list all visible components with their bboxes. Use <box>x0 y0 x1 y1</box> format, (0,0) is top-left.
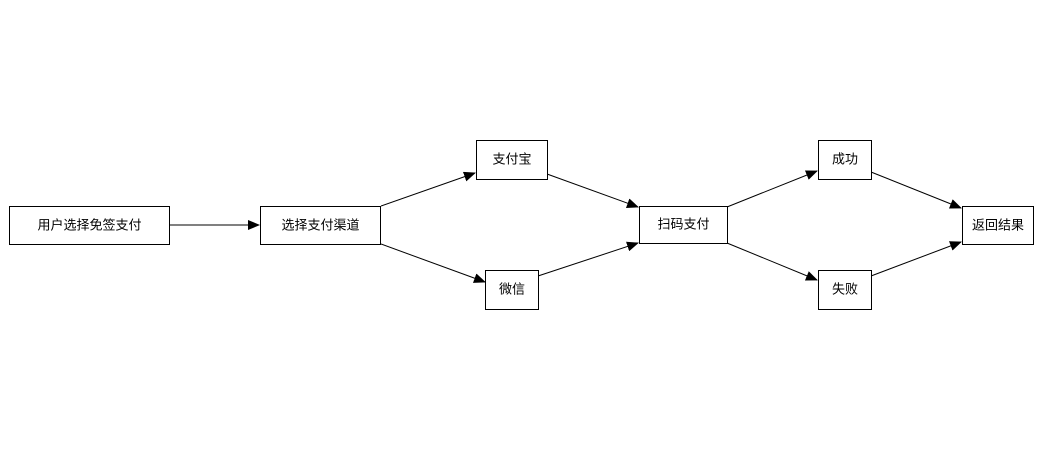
edge-scan-to-success <box>726 170 818 208</box>
node-success-box <box>818 140 872 180</box>
node-fail: 失败 <box>818 270 872 310</box>
edge-choose-to-alipay <box>380 171 476 207</box>
node-start-box <box>9 206 170 245</box>
node-choose-label: 选择支付渠道 <box>281 219 359 234</box>
node-wechat-box <box>485 270 539 310</box>
edge-wechat-to-scan <box>537 241 639 277</box>
node-fail-label: 失败 <box>832 283 858 298</box>
node-scan-box <box>639 206 728 244</box>
node-choose-box <box>260 206 381 245</box>
node-scan-label: 扫码支付 <box>657 218 709 233</box>
node-success: 成功 <box>818 140 872 180</box>
node-result: 返回结果 <box>962 206 1034 245</box>
node-fail-box <box>818 270 872 310</box>
node-success-label: 成功 <box>832 153 858 168</box>
edge-choose-to-wechat <box>380 243 486 283</box>
node-alipay-box <box>476 140 548 180</box>
edges <box>170 170 962 283</box>
edge-success-to-result <box>870 171 962 209</box>
node-wechat-label: 微信 <box>499 283 525 298</box>
node-scan: 扫码支付 <box>639 206 728 244</box>
edge-scan-to-fail <box>726 242 818 281</box>
node-wechat: 微信 <box>485 270 539 310</box>
node-alipay: 支付宝 <box>476 140 548 180</box>
edge-alipay-to-scan <box>546 173 639 208</box>
node-alipay-label: 支付宝 <box>492 153 531 168</box>
node-choose: 选择支付渠道 <box>260 206 381 245</box>
node-start: 用户选择免签支付 <box>9 206 170 245</box>
edge-fail-to-result <box>870 241 962 277</box>
node-result-box <box>962 206 1034 245</box>
node-result-label: 返回结果 <box>972 219 1024 234</box>
node-start-label: 用户选择免签支付 <box>37 218 141 234</box>
